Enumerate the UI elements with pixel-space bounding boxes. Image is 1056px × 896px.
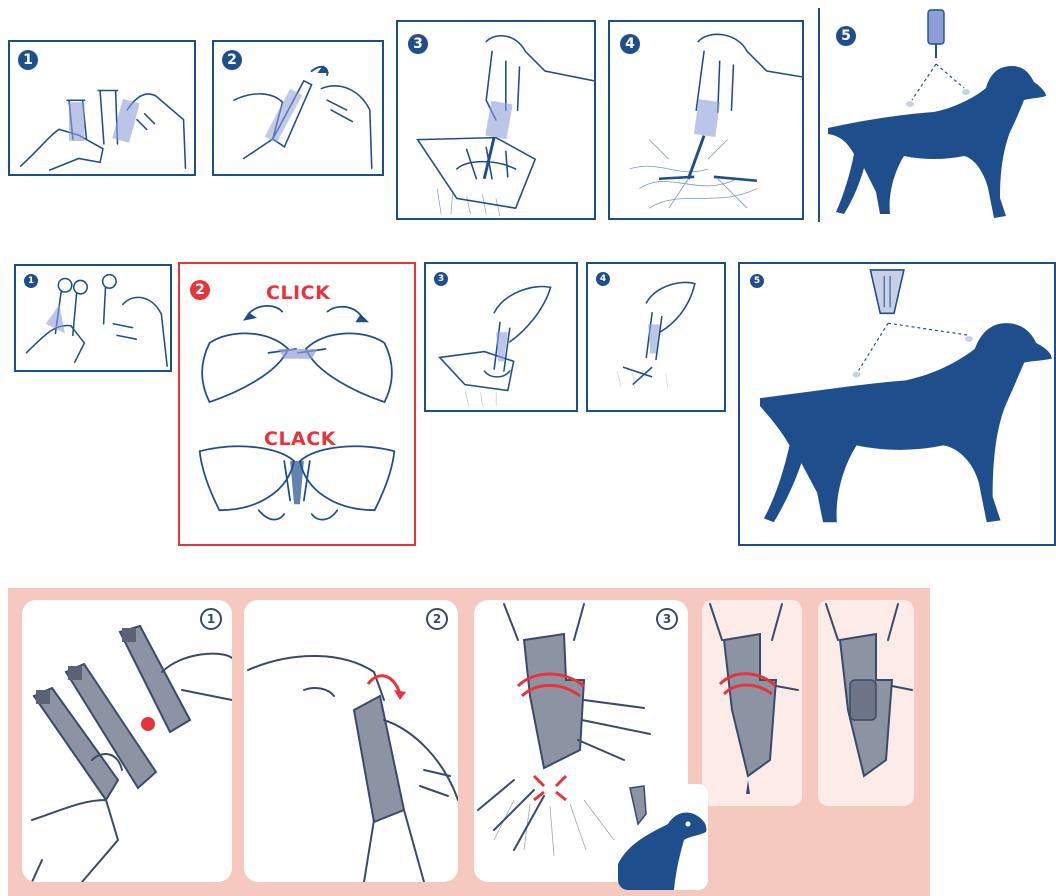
row3-substep-a-illustration: [702, 600, 802, 806]
row1-step5-illustration: [824, 8, 1048, 224]
row1-step4-panel: 4: [608, 20, 804, 220]
row3-step1-illustration: [22, 600, 232, 882]
dog-head-icon: [618, 812, 706, 890]
row2-step3-panel: 3: [424, 262, 578, 412]
row1-separator-line: [818, 8, 820, 222]
row1-step5-panel: 5: [824, 8, 1048, 224]
row3-step2-illustration: [244, 600, 458, 882]
row1-step1-panel: 1: [8, 40, 196, 176]
row2-step1-illustration: [16, 266, 170, 370]
row1-step3-panel: 3: [396, 20, 596, 220]
row1-step1-illustration: [10, 42, 194, 174]
row2-step4-panel: 4: [586, 262, 726, 412]
row1-step2-illustration: [214, 42, 382, 174]
row2-step3-illustration: [426, 264, 576, 410]
dog-silhouette-icon: [760, 323, 1052, 522]
row3-dog-inset-card: [618, 784, 708, 890]
dog-silhouette-icon: [828, 66, 1046, 218]
row3-substep-a-card: [702, 600, 802, 806]
row3-step2-card: 2: [244, 600, 458, 882]
row1-step4-illustration: [610, 22, 802, 218]
row3-substep-b-illustration: [818, 600, 914, 806]
row1-step2-panel: 2: [212, 40, 384, 176]
row3-step1-card: 1: [22, 600, 232, 882]
row2-step1-panel: 1: [14, 264, 172, 372]
row2-step2-illustration: [180, 264, 414, 544]
row2-step5-panel: 5: [738, 262, 1056, 546]
row2-step5-illustration: [740, 264, 1054, 544]
row2-step2-panel: 2 CLICK CLACK: [178, 262, 416, 546]
row3-dog-inset-illustration: [618, 784, 708, 890]
row1-step3-illustration: [398, 22, 594, 218]
row3-substep-b-card: [818, 600, 914, 806]
row2-step4-illustration: [588, 264, 724, 410]
